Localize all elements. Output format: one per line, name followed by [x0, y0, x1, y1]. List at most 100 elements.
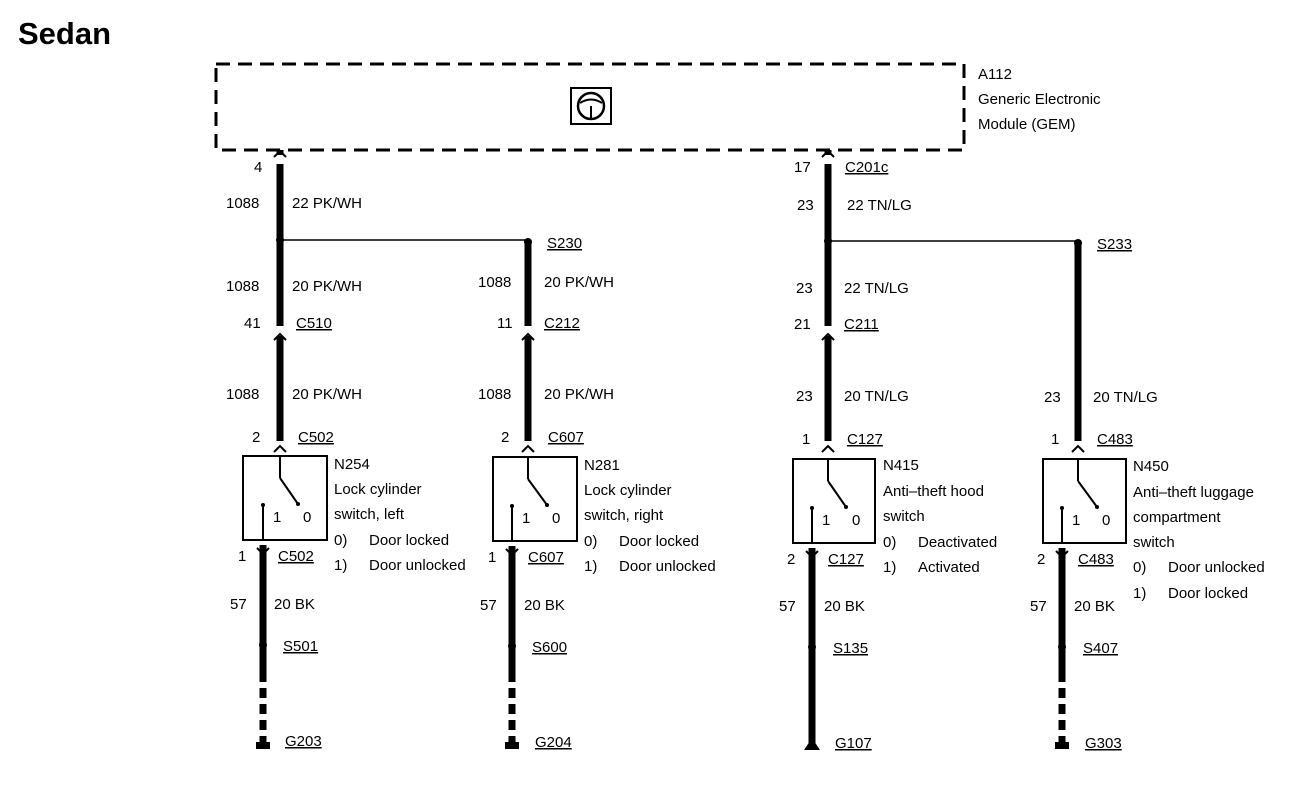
switch-n281-desc2: switch, right — [584, 507, 664, 524]
branch2-ground-splice: S600 — [532, 639, 567, 656]
circuit-top-right: 23 — [797, 197, 814, 214]
gem-pin-right: 17 — [794, 159, 811, 176]
connector-marks — [272, 149, 1086, 453]
switch-n281-state0-label: Door locked — [619, 533, 699, 550]
switch-n415-desc2: switch — [883, 508, 925, 525]
page-title: Sedan — [18, 16, 111, 51]
branch1-lower-wire: 20 PK/WH — [292, 386, 362, 403]
branch1-mid-connector: C510 — [296, 315, 332, 332]
switch-n281-state0-num: 0) — [584, 533, 597, 550]
switch-n281-state1-label: Door unlocked — [619, 558, 716, 575]
switch-n254-state1-num: 1) — [334, 557, 347, 574]
splice-s230: S230 — [547, 235, 582, 252]
branch1-mid-pin: 41 — [244, 315, 261, 332]
branch4-ground: G303 — [1085, 735, 1122, 752]
branch2-ground-circuit: 57 — [480, 597, 497, 614]
splice-s233: S233 — [1097, 236, 1132, 253]
switch-n415-contact-1: 1 — [822, 512, 830, 529]
switch-n415-desc1: Anti–theft hood — [883, 483, 984, 500]
wires — [276, 150, 1082, 450]
switch-n281-state1-num: 1) — [584, 558, 597, 575]
branch4-lower-circuit: 23 — [1044, 389, 1061, 406]
branch2-mid-pin: 11 — [497, 315, 513, 332]
branch3-upper-circuit: 23 — [796, 280, 813, 297]
switch-n450: 1 0 — [1042, 458, 1127, 544]
switch-n450-desc1: Anti–theft luggage — [1133, 484, 1254, 501]
branch1-ground-wire: 20 BK — [274, 596, 315, 613]
branch3-mid-pin: 21 — [794, 316, 811, 333]
splice-dots — [276, 236, 1082, 247]
switch-n254-contact-0: 0 — [303, 509, 311, 526]
switch-n415-state1-num: 1) — [883, 559, 896, 576]
branch-hood-switch: 23 22 TN/LG 21 C211 23 20 TN/LG 1 C127 1… — [779, 280, 997, 752]
branch4-switch-pin-top: 1 — [1051, 431, 1059, 448]
switch-n415-id: N415 — [883, 457, 919, 474]
branch2-ground: G204 — [535, 734, 572, 751]
steering-wheel-icon — [570, 87, 612, 125]
branch2-ground-wire: 20 BK — [524, 597, 565, 614]
switch-n450-desc2: compartment — [1133, 509, 1221, 526]
gem-connector-right: C201c — [845, 159, 889, 176]
branch2-switch-pin-top: 2 — [501, 429, 509, 446]
branch4-lower-wire: 20 TN/LG — [1093, 389, 1158, 406]
branch1-switch-connector-bottom: C502 — [278, 548, 314, 565]
switch-n450-contact-0: 0 — [1102, 512, 1110, 529]
branch1-switch-pin-top: 2 — [252, 429, 260, 446]
module-name-line2: Module (GEM) — [978, 116, 1076, 133]
branch3-switch-pin-bottom: 2 — [787, 551, 795, 568]
switch-n254-desc2: switch, left — [334, 506, 405, 523]
branch3-lower-circuit: 23 — [796, 388, 813, 405]
switch-n450-state0-label: Door unlocked — [1168, 559, 1265, 576]
switch-n254-id: N254 — [334, 456, 370, 473]
switch-n415-contact-0: 0 — [852, 512, 860, 529]
branch1-switch-connector-top: C502 — [298, 429, 334, 446]
branch2-switch-pin-bottom: 1 — [488, 549, 496, 566]
switch-n415: 1 0 — [792, 458, 876, 544]
module-id: A112 — [978, 66, 1012, 83]
branch3-switch-connector-bottom: C127 — [828, 551, 864, 568]
switch-n450-state1-num: 1) — [1133, 585, 1146, 602]
branch3-ground-wire: 20 BK — [824, 598, 865, 615]
switch-n415-state0-label: Deactivated — [918, 534, 997, 551]
branch4-switch-pin-bottom: 2 — [1037, 551, 1045, 568]
branch-lock-cylinder-left: 1088 20 PK/WH 41 C510 1088 20 PK/WH 2 C5… — [226, 278, 466, 750]
switch-n281-contact-1: 1 — [522, 510, 530, 527]
branch4-switch-connector-top: C483 — [1097, 431, 1133, 448]
branch1-lower-circuit: 1088 — [226, 386, 259, 403]
switch-n254-state0-num: 0) — [334, 532, 347, 549]
switch-n254: 1 0 — [242, 455, 328, 541]
switch-n450-desc3: switch — [1133, 534, 1175, 551]
branch1-switch-pin-bottom: 1 — [238, 548, 246, 565]
switch-n281-desc1: Lock cylinder — [584, 482, 672, 499]
gem-module: A112 Generic Electronic Module (GEM) — [214, 62, 1101, 152]
branch1-ground: G203 — [285, 733, 322, 750]
branch3-lower-wire: 20 TN/LG — [844, 388, 909, 405]
switch-n450-id: N450 — [1133, 458, 1169, 475]
switch-n450-state1-label: Door locked — [1168, 585, 1248, 602]
branch3-ground-splice: S135 — [833, 640, 868, 657]
branch2-upper-wire: 20 PK/WH — [544, 274, 614, 291]
switch-n415-state1-label: Activated — [918, 559, 980, 576]
branch3-switch-connector-top: C127 — [847, 431, 883, 448]
branch2-lower-wire: 20 PK/WH — [544, 386, 614, 403]
switch-n450-contact-1: 1 — [1072, 512, 1080, 529]
branch1-upper-wire: 20 PK/WH — [292, 278, 362, 295]
branch2-mid-connector: C212 — [544, 315, 580, 332]
branch4-ground-splice: S407 — [1083, 640, 1118, 657]
branch2-upper-circuit: 1088 — [478, 274, 511, 291]
gem-pin-left: 4 — [254, 159, 262, 176]
wire-top-right: 22 TN/LG — [847, 197, 912, 214]
branch2-switch-connector-bottom: C607 — [528, 549, 564, 566]
branch4-ground-circuit: 57 — [1030, 598, 1047, 615]
branch3-ground: G107 — [835, 735, 872, 752]
switch-n254-state1-label: Door unlocked — [369, 557, 466, 574]
switch-n254-desc1: Lock cylinder — [334, 481, 422, 498]
branch3-upper-wire: 22 TN/LG — [844, 280, 909, 297]
circuit-top-left: 1088 — [226, 195, 259, 212]
branch3-mid-connector: C211 — [844, 316, 879, 333]
switch-n281-id: N281 — [584, 457, 620, 474]
branch3-switch-pin-top: 1 — [802, 431, 810, 448]
switch-n281-contact-0: 0 — [552, 510, 560, 527]
branch-luggage-switch: 23 20 TN/LG 1 C483 1 0 N450 Anti–theft l… — [1030, 389, 1265, 752]
